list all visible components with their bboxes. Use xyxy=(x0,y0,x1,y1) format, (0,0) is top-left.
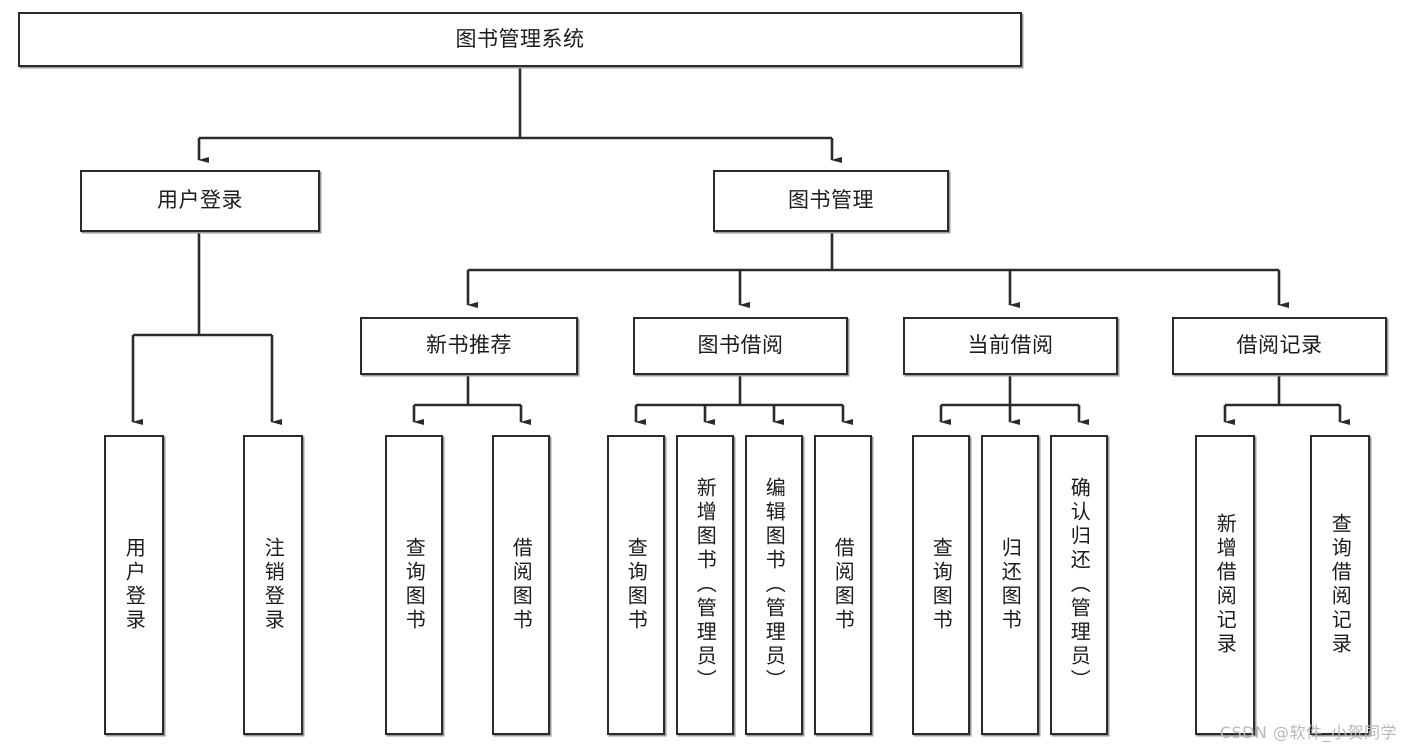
node-label: 查询图书 xyxy=(402,537,427,633)
node-label: 注销登录 xyxy=(261,537,286,633)
csdn-watermark: CSDN @软件_小贺同学 xyxy=(1219,723,1397,742)
node-label: 借阅记录 xyxy=(1236,333,1323,358)
leaf-borrow-record-query[interactable]: 查询借阅记录 xyxy=(1310,435,1370,735)
node-borrow-record[interactable]: 借阅记录 xyxy=(1172,317,1387,375)
node-label: 查询图书 xyxy=(624,537,649,633)
node-label: 新书推荐 xyxy=(426,333,512,358)
leaf-current-borrow-confirm-return[interactable]: 确认归还（管理员） xyxy=(1050,435,1108,735)
node-label: 编辑图书（管理员） xyxy=(762,477,787,693)
node-label: 借阅图书 xyxy=(509,537,534,633)
node-label: 图书管理系统 xyxy=(455,26,585,51)
leaf-new-book-borrow[interactable]: 借阅图书 xyxy=(492,435,550,735)
leaf-user-login-logout[interactable]: 注销登录 xyxy=(243,435,303,735)
leaf-new-book-query[interactable]: 查询图书 xyxy=(385,435,443,735)
node-root-system[interactable]: 图书管理系统 xyxy=(18,12,1022,67)
leaf-current-borrow-return[interactable]: 归还图书 xyxy=(981,435,1039,735)
node-label: 新增图书（管理员） xyxy=(693,477,718,693)
node-label: 用户登录 xyxy=(157,188,243,213)
node-user-login[interactable]: 用户登录 xyxy=(80,170,320,232)
node-book-borrowing[interactable]: 图书借阅 xyxy=(633,317,848,375)
node-label: 查询图书 xyxy=(929,537,954,633)
leaf-book-borrow-borrow[interactable]: 借阅图书 xyxy=(814,435,872,735)
leaf-book-borrow-add[interactable]: 新增图书（管理员） xyxy=(676,435,734,735)
node-new-book-recommendation[interactable]: 新书推荐 xyxy=(360,317,578,375)
leaf-book-borrow-query[interactable]: 查询图书 xyxy=(607,435,665,735)
leaf-current-borrow-query[interactable]: 查询图书 xyxy=(912,435,970,735)
node-current-borrowing[interactable]: 当前借阅 xyxy=(903,317,1118,375)
node-label: 新增借阅记录 xyxy=(1213,513,1238,657)
node-label: 图书管理 xyxy=(788,188,874,213)
node-label: 确认归还（管理员） xyxy=(1067,477,1092,693)
node-label: 用户登录 xyxy=(122,537,147,633)
leaf-book-borrow-edit[interactable]: 编辑图书（管理员） xyxy=(745,435,803,735)
node-label: 归还图书 xyxy=(998,537,1023,633)
node-label: 图书借阅 xyxy=(697,333,784,358)
node-book-management[interactable]: 图书管理 xyxy=(713,170,949,232)
node-label: 当前借阅 xyxy=(967,333,1054,358)
leaf-borrow-record-add[interactable]: 新增借阅记录 xyxy=(1195,435,1255,735)
leaf-user-login-login[interactable]: 用户登录 xyxy=(104,435,164,735)
node-label: 查询借阅记录 xyxy=(1328,513,1353,657)
node-label: 借阅图书 xyxy=(831,537,856,633)
